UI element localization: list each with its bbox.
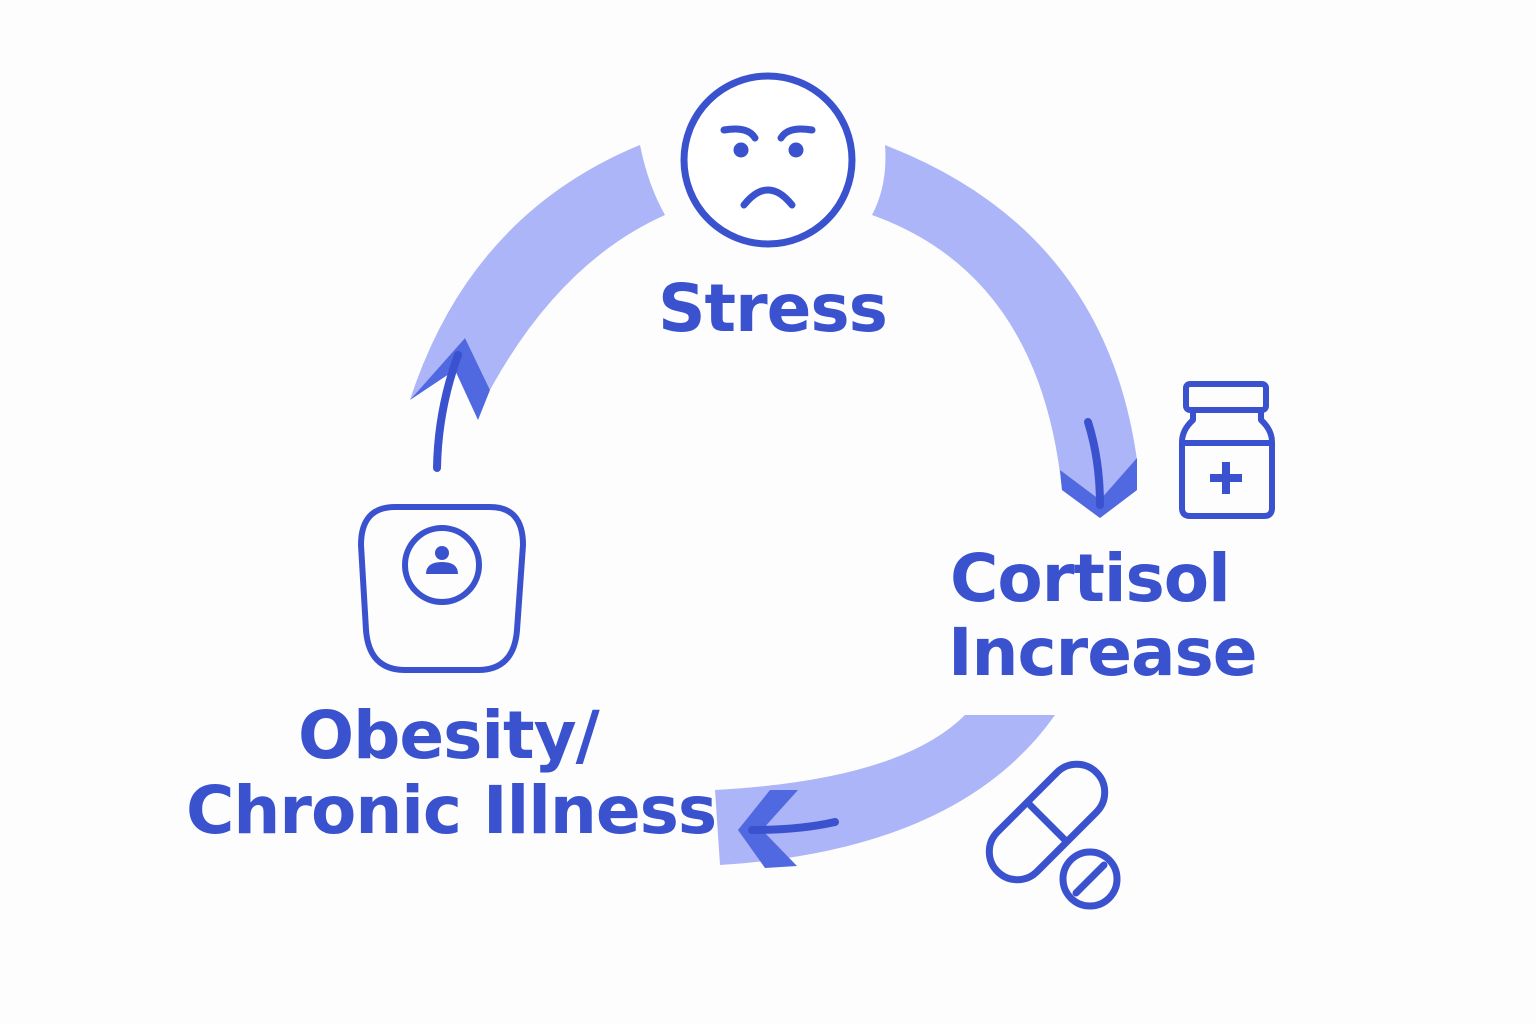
arrow-cortisol-to-obesity: [715, 715, 1055, 868]
node-label-obesity-line2: Chronic Illness: [186, 772, 717, 849]
tablet-icon: [1059, 848, 1121, 910]
node-label-obesity-line1: Obesity/: [298, 697, 600, 774]
angry-face-icon: [680, 72, 856, 248]
arrow-stress-to-cortisol: [872, 145, 1137, 518]
weight-scale-icon: [357, 504, 527, 673]
node-label-cortisol-line2: Increase: [948, 614, 1258, 691]
pill-capsule-icon: [985, 760, 1109, 884]
medicine-bottle-icon: [1179, 381, 1275, 519]
node-label-cortisol-line1: Cortisol: [950, 540, 1231, 617]
arrow-obesity-to-stress: [410, 145, 665, 472]
node-label-stress: Stress: [658, 270, 888, 347]
